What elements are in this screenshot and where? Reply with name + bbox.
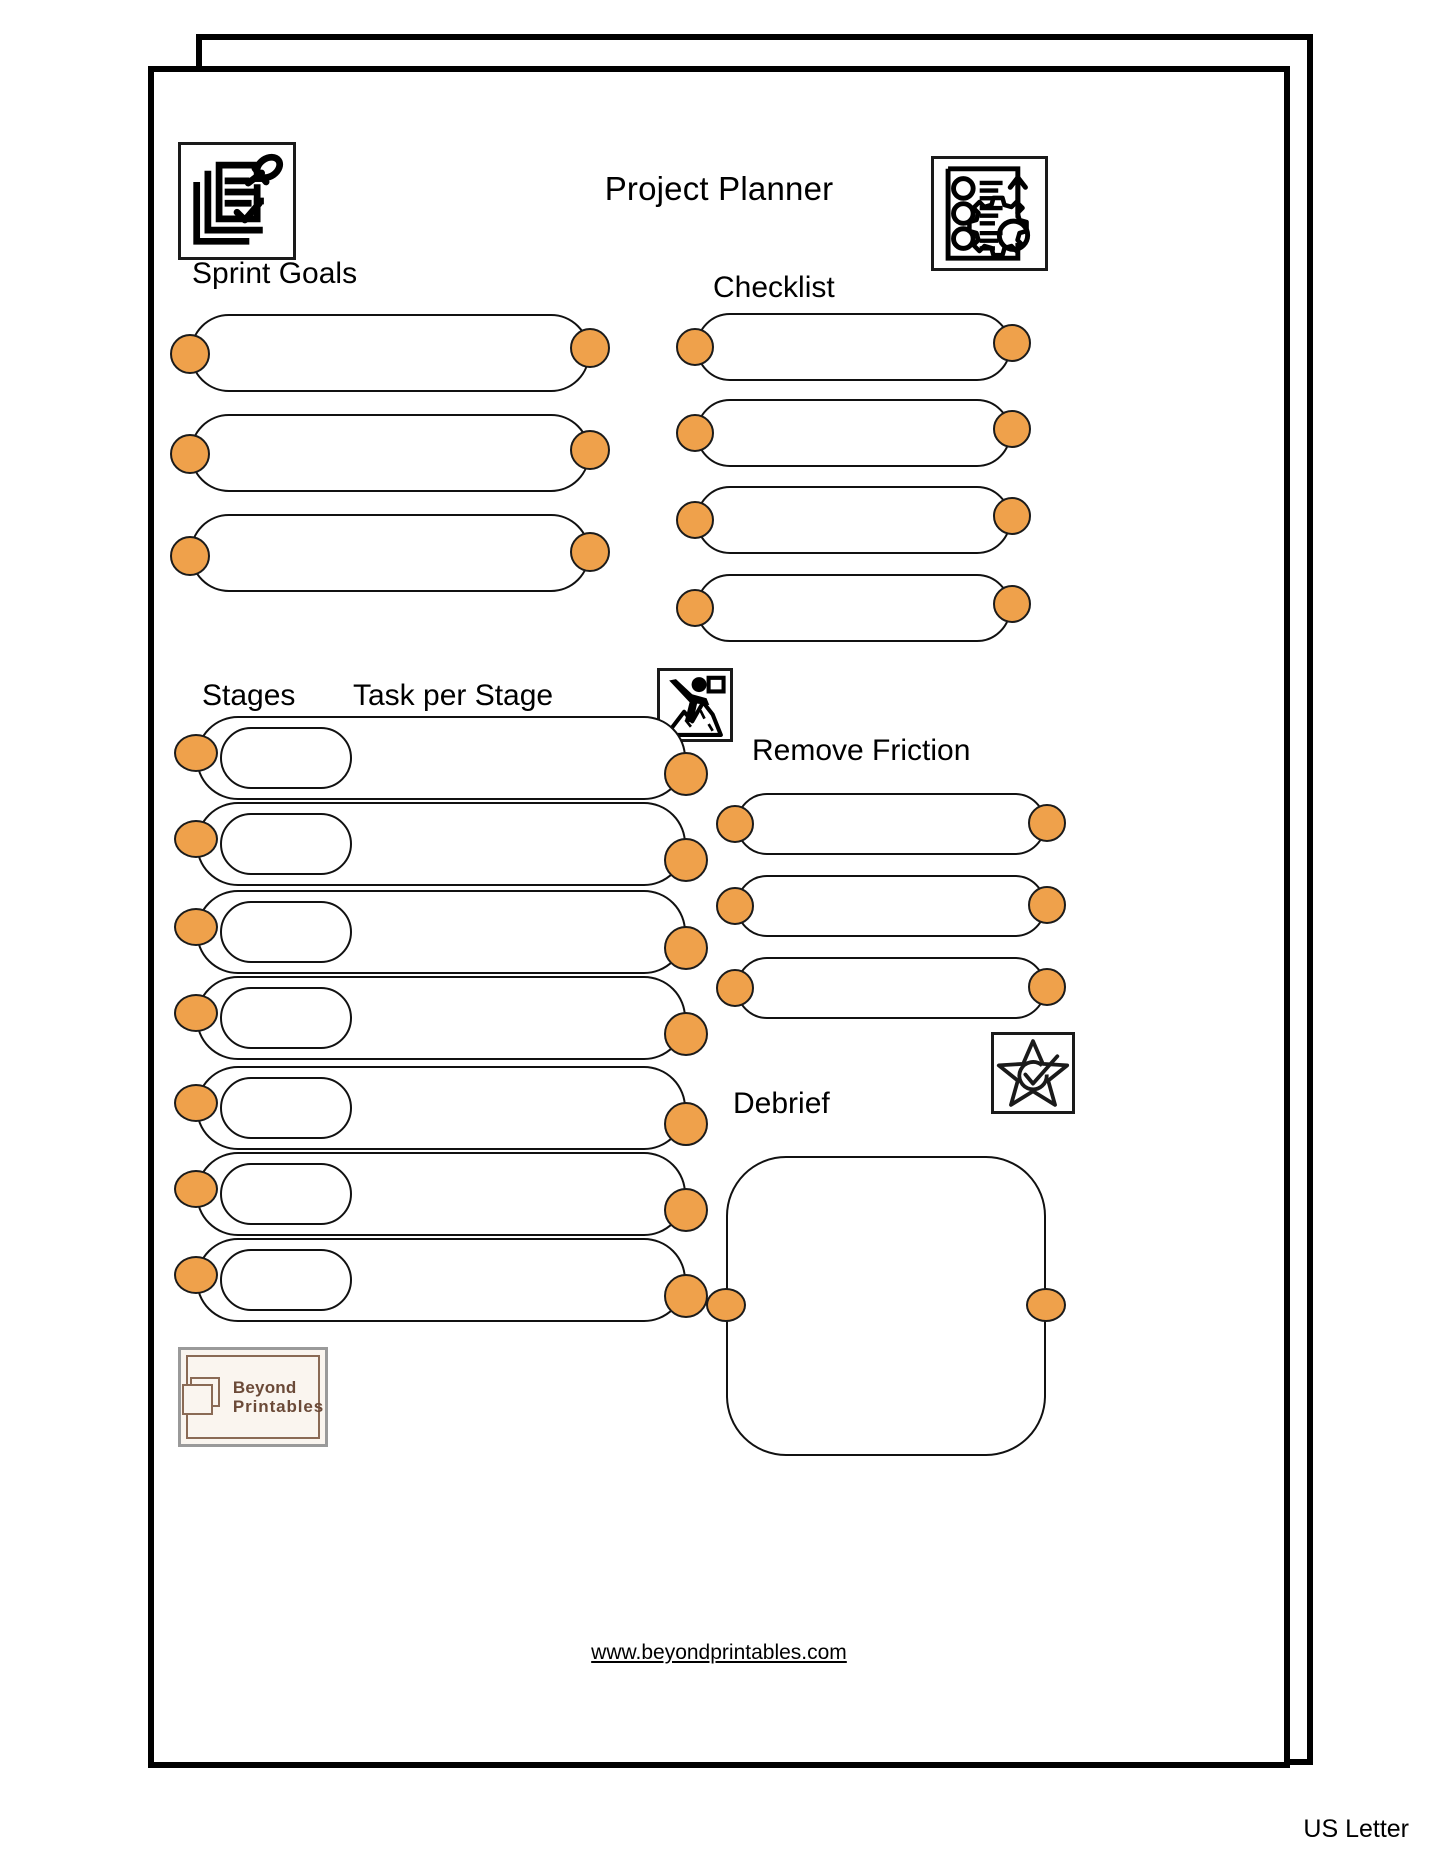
remove-friction-knob-right-3 (1028, 968, 1066, 1006)
stage-knob-left-2 (174, 820, 218, 858)
remove-friction-row-3[interactable] (716, 957, 1066, 1019)
stage-name-field-1[interactable] (220, 727, 352, 789)
stage-row-6[interactable] (174, 1152, 708, 1236)
sprint-goal-knob-left-1 (170, 334, 210, 374)
debrief-knob-left (706, 1288, 746, 1322)
page-title: Project Planner (604, 170, 834, 207)
stage-knob-right-7 (664, 1274, 708, 1318)
stage-knob-left-6 (174, 1170, 218, 1208)
checklist-row-4[interactable] (676, 574, 1031, 642)
sprint-goal-knob-right-1 (570, 328, 610, 368)
remove-friction-field-1[interactable] (736, 793, 1046, 855)
checklist-knob-right-1 (993, 324, 1031, 362)
brand-logo: Beyond Printables (178, 1347, 328, 1447)
checklist-field-4[interactable] (696, 574, 1011, 642)
checklist-field-2[interactable] (696, 399, 1011, 467)
sprint-goal-field-2[interactable] (190, 414, 590, 492)
stage-knob-right-4 (664, 1012, 708, 1056)
stage-knob-right-5 (664, 1102, 708, 1146)
paper-size-label: US Letter (1303, 1815, 1409, 1843)
debrief-caption: Debrief (733, 1087, 830, 1120)
stacked-squares-icon (181, 1377, 224, 1417)
stage-row-2[interactable] (174, 802, 708, 886)
stage-row-1[interactable] (174, 716, 708, 800)
checklist-knob-left-4 (676, 589, 714, 627)
pinned-checklist-documents-icon (178, 142, 296, 260)
remove-friction-knob-left-3 (716, 969, 754, 1007)
stage-name-field-3[interactable] (220, 901, 352, 963)
checklist-field-1[interactable] (696, 313, 1011, 381)
checklist-knob-left-2 (676, 414, 714, 452)
sprint-goal-field-1[interactable] (190, 314, 590, 392)
sprint-goal-row-3[interactable] (170, 514, 610, 592)
checklist-knob-right-4 (993, 585, 1031, 623)
checklist-row-3[interactable] (676, 486, 1031, 554)
remove-friction-field-3[interactable] (736, 957, 1046, 1019)
star-check-icon (991, 1032, 1075, 1114)
remove-friction-knob-right-1 (1028, 804, 1066, 842)
stage-knob-right-2 (664, 838, 708, 882)
sprint-goals-caption: Sprint Goals (192, 257, 358, 290)
sprint-goal-knob-right-3 (570, 532, 610, 572)
sprint-goal-row-2[interactable] (170, 414, 610, 492)
brand-name-line1: Beyond (232, 1378, 297, 1397)
checklist-knob-left-1 (676, 328, 714, 366)
remove-friction-row-2[interactable] (716, 875, 1066, 937)
stage-knob-left-4 (174, 994, 218, 1032)
footer-url-link[interactable]: www.beyondprintables.com (591, 1641, 847, 1664)
sprint-goal-knob-left-2 (170, 434, 210, 474)
remove-friction-knob-left-2 (716, 887, 754, 925)
task-per-stage-caption: Task per Stage (353, 679, 554, 712)
checklist-caption: Checklist (713, 271, 835, 304)
brand-name: Beyond Printables (233, 1378, 324, 1416)
stage-row-7[interactable] (174, 1238, 708, 1322)
stages-caption: Stages (202, 679, 296, 712)
numbered-steps-gear-icon (931, 156, 1048, 271)
stage-name-field-2[interactable] (220, 813, 352, 875)
remove-friction-knob-right-2 (1028, 886, 1066, 924)
stage-knob-left-3 (174, 908, 218, 946)
sprint-goal-knob-right-2 (570, 430, 610, 470)
debrief-field[interactable] (726, 1156, 1046, 1456)
stage-row-3[interactable] (174, 890, 708, 974)
stage-name-field-6[interactable] (220, 1163, 352, 1225)
checklist-knob-right-2 (993, 410, 1031, 448)
stage-name-field-7[interactable] (220, 1249, 352, 1311)
stage-knob-left-1 (174, 734, 218, 772)
debrief-knob-right (1026, 1288, 1066, 1322)
stage-knob-right-3 (664, 926, 708, 970)
remove-friction-row-1[interactable] (716, 793, 1066, 855)
stage-name-field-5[interactable] (220, 1077, 352, 1139)
remove-friction-knob-left-1 (716, 805, 754, 843)
sprint-goal-row-1[interactable] (170, 314, 610, 392)
brand-name-line2: Printables (232, 1397, 325, 1416)
planner-page: Project Planner Sprint Goals (148, 66, 1290, 1768)
stage-row-5[interactable] (174, 1066, 708, 1150)
checklist-knob-right-3 (993, 497, 1031, 535)
stage-name-field-4[interactable] (220, 987, 352, 1049)
stage-knob-right-1 (664, 752, 708, 796)
checklist-row-1[interactable] (676, 313, 1031, 381)
stage-knob-right-6 (664, 1188, 708, 1232)
checklist-knob-left-3 (676, 501, 714, 539)
stage-row-4[interactable] (174, 976, 708, 1060)
sprint-goal-knob-left-3 (170, 536, 210, 576)
remove-friction-caption: Remove Friction (752, 734, 971, 767)
checklist-row-2[interactable] (676, 399, 1031, 467)
stage-knob-left-5 (174, 1084, 218, 1122)
stage-knob-left-7 (174, 1256, 218, 1294)
sprint-goal-field-3[interactable] (190, 514, 590, 592)
remove-friction-field-2[interactable] (736, 875, 1046, 937)
checklist-field-3[interactable] (696, 486, 1011, 554)
